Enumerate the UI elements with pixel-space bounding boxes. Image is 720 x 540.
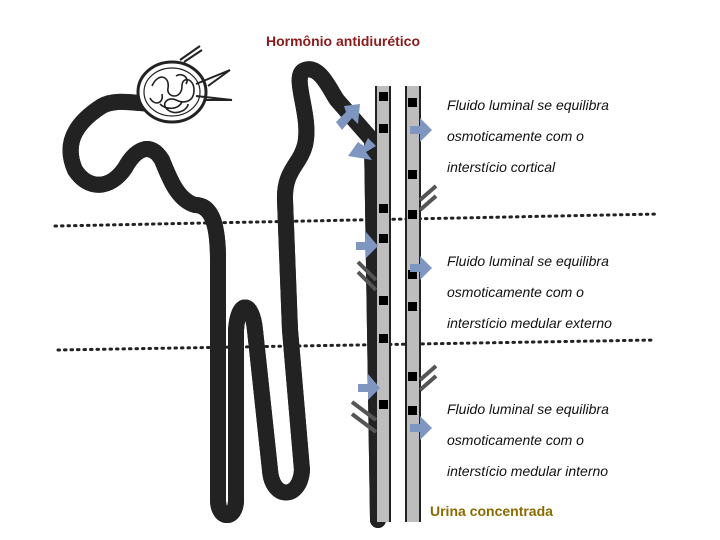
- arrow-in-cortical-1: [336, 104, 360, 130]
- caption-cortical-line2: osmoticamente com o: [447, 128, 584, 144]
- water-channel: [379, 334, 388, 343]
- caption-inner-medulla-line3: interstício medular interno: [447, 463, 609, 479]
- caption-outer-medulla-line1: Fluido luminal se equilibra: [447, 253, 609, 269]
- caption-inner-medulla-line1: Fluido luminal se equilibra: [447, 401, 609, 417]
- urine-label: Urina concentrada: [430, 503, 553, 519]
- caption-outer-medulla-line3: interstício medular externo: [447, 315, 612, 331]
- arrow-out-inner: [410, 416, 432, 440]
- nephron-tubule: [71, 69, 386, 528]
- arrow-out-cortical: [410, 118, 432, 142]
- caption-cortical: Fluido luminal se equilibra osmoticament…: [447, 90, 609, 183]
- caption-outer-medulla: Fluido luminal se equilibra osmoticament…: [447, 246, 612, 339]
- water-channel: [408, 406, 417, 415]
- caption-inner-medulla: Fluido luminal se equilibra osmoticament…: [447, 394, 609, 487]
- water-channel: [379, 204, 388, 213]
- water-channel: [379, 400, 388, 409]
- caption-outer-medulla-line2: osmoticamente com o: [447, 284, 584, 300]
- water-channels: [379, 92, 417, 415]
- arrow-out-outer: [410, 256, 432, 280]
- water-channel: [379, 92, 388, 101]
- water-channel: [408, 302, 417, 311]
- water-channel: [379, 124, 388, 133]
- water-channel: [408, 270, 417, 279]
- glomerulus: [136, 45, 233, 124]
- water-channel: [408, 372, 417, 381]
- arrow-in-inner-1: [358, 374, 380, 400]
- arrow-in-cortical-2: [348, 138, 376, 160]
- caption-cortical-line3: interstício cortical: [447, 159, 556, 175]
- arrow-in-outer-1: [356, 232, 378, 258]
- water-channel: [408, 170, 417, 179]
- water-channel: [408, 98, 417, 107]
- water-channel: [408, 210, 417, 219]
- medulla-boundary-line: [56, 338, 657, 352]
- diagram-title: Hormônio antidiurético: [266, 33, 420, 49]
- caption-inner-medulla-line2: osmoticamente com o: [447, 432, 584, 448]
- caption-cortical-line1: Fluido luminal se equilibra: [447, 97, 609, 113]
- water-channel: [379, 296, 388, 305]
- water-flow-arrows: [336, 104, 432, 440]
- cortex-boundary-line: [53, 212, 660, 228]
- water-channel: [379, 234, 388, 243]
